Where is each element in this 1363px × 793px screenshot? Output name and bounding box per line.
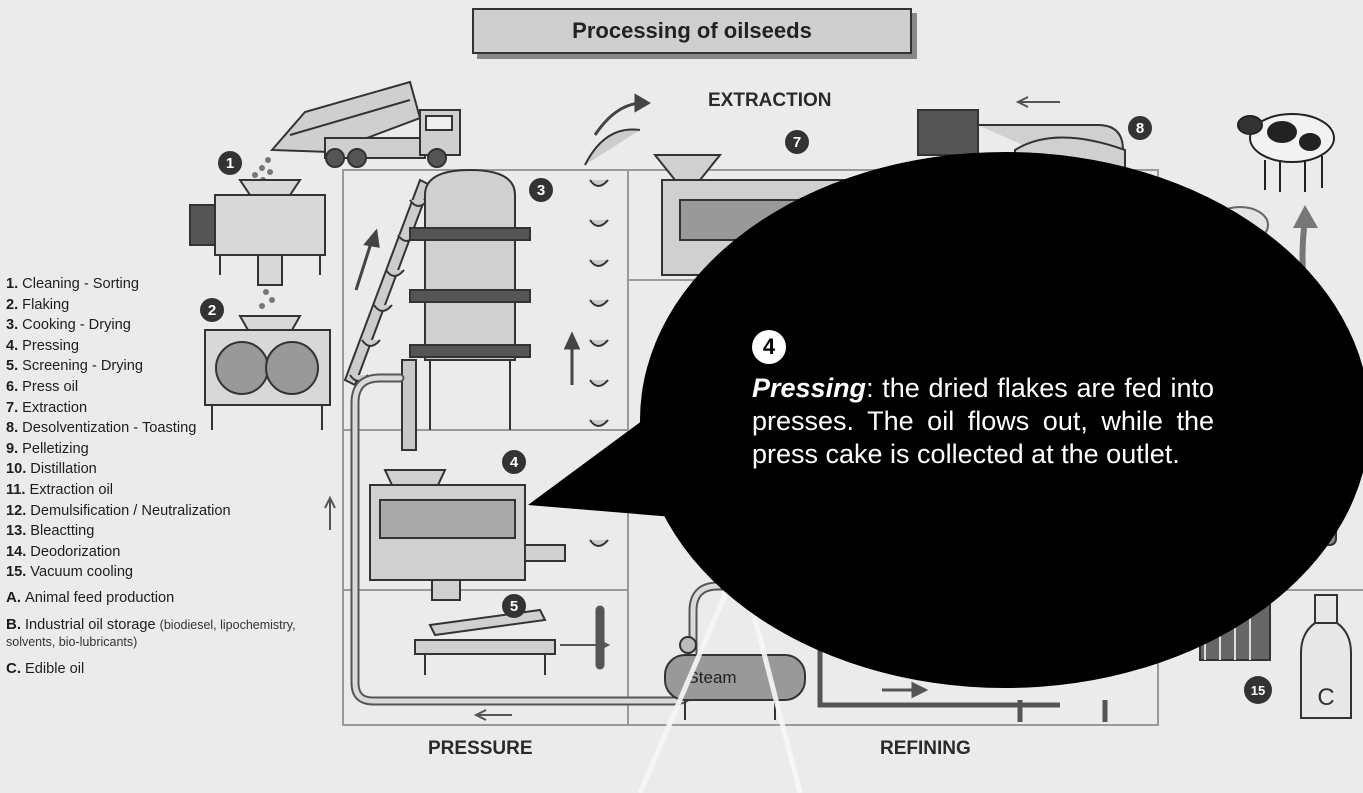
svg-text:3: 3 (537, 182, 545, 199)
marker-15: 15 (1244, 676, 1272, 704)
legend-output-item: B.Industrial oil storage (biodiesel, lip… (6, 616, 326, 651)
left-arrow-top-icon (1018, 97, 1060, 107)
bottle-label: C (1317, 684, 1334, 711)
up-arrow-icon (356, 232, 378, 290)
truck-icon (272, 82, 460, 167)
screw-press (370, 470, 565, 600)
left-arrow-icon (476, 710, 512, 720)
legend: 1.Cleaning - Sorting 2.Flaking 3.Cooking… (6, 274, 326, 687)
legend-item: 7.Extraction (6, 398, 326, 419)
legend-item: 10.Distillation (6, 459, 326, 480)
legend-item: 1.Cleaning - Sorting (6, 274, 326, 295)
cow-icon (1238, 114, 1334, 192)
marker-7: 7 (785, 130, 809, 154)
callout-description: Pressing: the dried flakes are fed into … (752, 372, 1214, 471)
legend-item: 11.Extraction oil (6, 480, 326, 501)
callout-term: Pressing (752, 373, 866, 403)
legend-item: 13.Bleactting (6, 521, 326, 542)
diagram-title: Processing of oilseeds (472, 8, 912, 54)
marker-5: 5 (502, 594, 526, 618)
legend-item: 4.Pressing (6, 336, 326, 357)
section-label-refining: REFINING (880, 738, 971, 760)
up-arrow-icon-2 (566, 335, 578, 385)
svg-text:15: 15 (1251, 683, 1265, 698)
arrow-head (1293, 205, 1318, 228)
legend-item: 5.Screening - Drying (6, 356, 326, 377)
legend-item: 6.Press oil (6, 377, 326, 398)
legend-output-item: C.Edible oil (6, 660, 326, 678)
marker-4: 4 (502, 450, 526, 474)
section-label-extraction: EXTRACTION (708, 90, 832, 112)
callout-number-badge: 4 (752, 330, 786, 364)
legend-steps: 1.Cleaning - Sorting 2.Flaking 3.Cooking… (6, 274, 326, 583)
legend-outputs: A.Animal feed production B.Industrial oi… (6, 589, 326, 678)
marker-1: 1 (218, 151, 242, 175)
legend-item: 3.Cooking - Drying (6, 315, 326, 336)
svg-text:7: 7 (793, 134, 801, 151)
cleaning-machine (190, 180, 325, 285)
legend-item: 12.Demulsification / Neutralization (6, 501, 326, 522)
section-label-pressure: PRESSURE (428, 738, 533, 760)
marker-3: 3 (529, 178, 553, 202)
screening-machine (415, 610, 555, 675)
up-arrow-small-icon (325, 498, 335, 530)
callout-content: 4 Pressing: the dried flakes are fed int… (752, 330, 1214, 471)
right-arrow-bottom-icon (882, 684, 925, 696)
svg-text:5: 5 (510, 598, 518, 615)
legend-item: 14.Deodorization (6, 542, 326, 563)
marker-8: 8 (1128, 116, 1152, 140)
legend-output-item: A.Animal feed production (6, 589, 326, 607)
svg-text:1: 1 (226, 155, 234, 172)
cooking-dryer (402, 170, 530, 450)
svg-text:8: 8 (1136, 120, 1144, 137)
legend-item: 8.Desolventization - Toasting (6, 418, 326, 439)
legend-item: 2.Flaking (6, 295, 326, 316)
svg-text:4: 4 (510, 454, 519, 471)
legend-item: 9.Pelletizing (6, 439, 326, 460)
legend-item: 15.Vacuum cooling (6, 562, 326, 583)
